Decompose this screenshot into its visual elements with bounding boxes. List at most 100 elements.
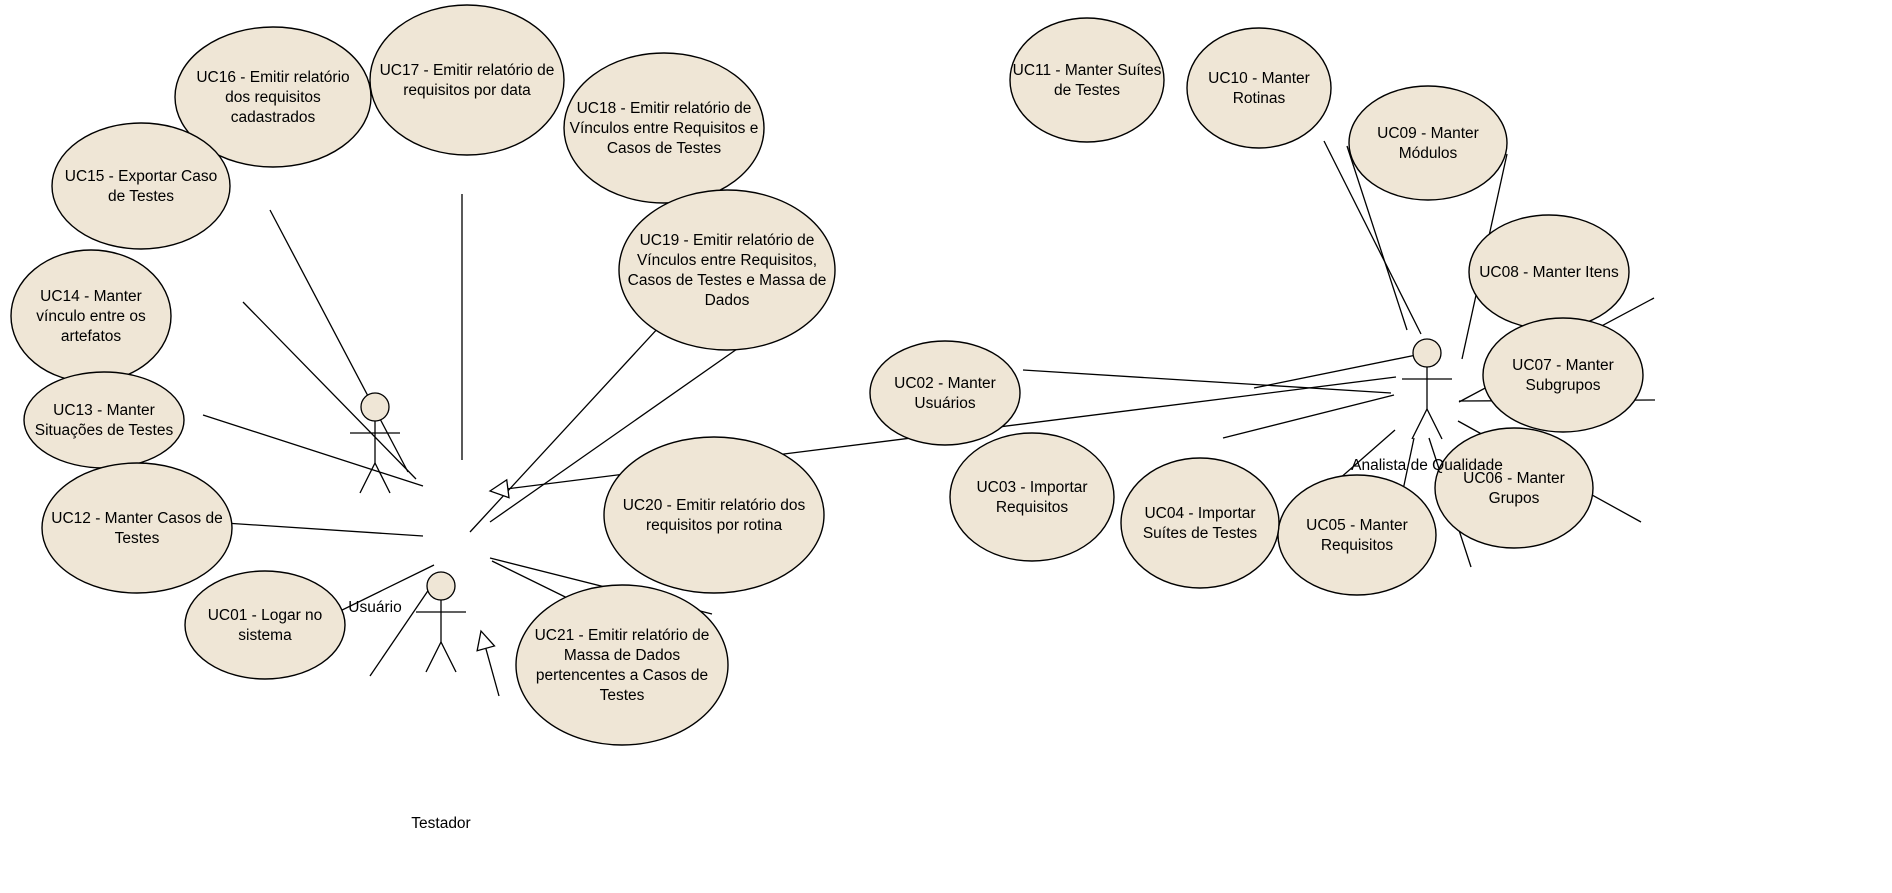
association-line	[224, 522, 424, 537]
use-case-label-line: Módulos	[1399, 145, 1458, 162]
use-case-label-line: dos requisitos	[225, 89, 321, 106]
association-line	[269, 209, 409, 473]
use-case-label-line: Usuários	[914, 395, 975, 412]
use-case-label-line: requisitos por rotina	[646, 517, 783, 534]
use-case-label-line: Grupos	[1489, 490, 1540, 507]
association-line	[1022, 369, 1392, 394]
use-case-ellipse	[1120, 457, 1280, 589]
use-case-label: UC15 - Exportar Caso de Testes	[65, 168, 217, 205]
association-line	[489, 341, 748, 523]
actor-analista[interactable]: Analista de Qualidade	[1351, 338, 1503, 474]
use-case-label-line: UC08 - Manter Itens	[1479, 264, 1619, 281]
association-line	[369, 575, 439, 677]
use-case-label-line: Situações de Testes	[35, 422, 174, 439]
use-case-label-line: UC10 - Manter	[1208, 70, 1310, 87]
generalization-line	[485, 648, 500, 697]
use-case-label-line: de Testes	[108, 188, 174, 205]
use-case-ellipse	[869, 340, 1021, 446]
use-case-uc15[interactable]: UC15 - Exportar Caso de Testes	[51, 122, 231, 250]
use-case-label-line: UC14 - Manter	[40, 288, 142, 305]
use-case-ellipse	[1482, 317, 1644, 433]
use-case-label-line: UC02 - Manter	[894, 375, 996, 392]
use-case-label-line: Suítes de Testes	[1143, 525, 1258, 542]
association-line	[1253, 352, 1427, 389]
use-case-label-line: UC03 - Importar	[976, 479, 1087, 496]
use-case-ellipse	[1434, 427, 1594, 549]
actor-head	[1412, 338, 1442, 368]
use-case-label-line: UC13 - Manter	[53, 402, 155, 419]
use-case-ellipse	[41, 462, 233, 594]
use-case-label-line: Dados	[705, 292, 750, 309]
use-case-label-line: pertencentes a Casos de	[536, 667, 708, 684]
use-case-label-line: UC11 - Manter Suítes	[1013, 62, 1162, 79]
actor-right-leg	[440, 641, 457, 673]
use-case-label-line: Testes	[115, 530, 160, 547]
use-case-label-line: Casos de Testes e Massa de	[628, 272, 827, 289]
actor-usuario[interactable]: Usuário	[348, 392, 402, 616]
use-case-label-line: UC05 - Manter	[1306, 517, 1408, 534]
use-case-label-line: de Testes	[1054, 82, 1120, 99]
use-case-label-line: Testes	[600, 687, 645, 704]
use-case-uc08[interactable]: UC08 - Manter Itens	[1468, 214, 1630, 330]
use-case-ellipse	[515, 584, 729, 746]
use-case-uc12[interactable]: UC12 - Manter Casos de Testes	[41, 462, 233, 594]
actor-right-leg	[1426, 408, 1443, 440]
use-case-label: UC08 - Manter Itens	[1479, 264, 1619, 281]
actor-label: Analista de Qualidade	[1351, 457, 1503, 474]
actor-testador[interactable]: Testador	[411, 571, 471, 832]
use-case-ellipse	[949, 432, 1115, 562]
generalization-head	[488, 478, 510, 499]
use-case-label-line: UC17 - Emitir relatório de	[380, 62, 555, 79]
use-case-uc11[interactable]: UC11 - Manter Suítes de Testes	[1009, 17, 1165, 143]
use-case-label-line: artefatos	[61, 328, 122, 345]
use-case-label-line: UC01 - Logar no	[208, 607, 323, 624]
use-case-label-line: UC16 - Emitir relatório	[196, 69, 349, 86]
use-case-label-line: UC12 - Manter Casos de	[51, 510, 222, 527]
use-case-label-line: UC04 - Importar	[1144, 505, 1255, 522]
use-case-label: UC11 - Manter Suítes de Testes	[1013, 62, 1162, 99]
use-case-ellipse	[174, 26, 372, 168]
use-case-ellipse	[184, 570, 346, 680]
generalization-head	[476, 629, 496, 652]
use-case-ellipse	[369, 4, 565, 156]
actor-left-leg	[425, 641, 442, 673]
use-case-ellipse	[1277, 474, 1437, 596]
use-case-label-line: Requisitos	[1321, 537, 1394, 554]
use-case-label-line: UC15 - Exportar Caso	[65, 168, 217, 185]
use-case-label-line: UC19 - Emitir relatório de	[640, 232, 815, 249]
use-case-label-line: Massa de Dados	[564, 647, 681, 664]
association-line	[242, 301, 417, 480]
use-case-ellipse	[603, 436, 825, 594]
